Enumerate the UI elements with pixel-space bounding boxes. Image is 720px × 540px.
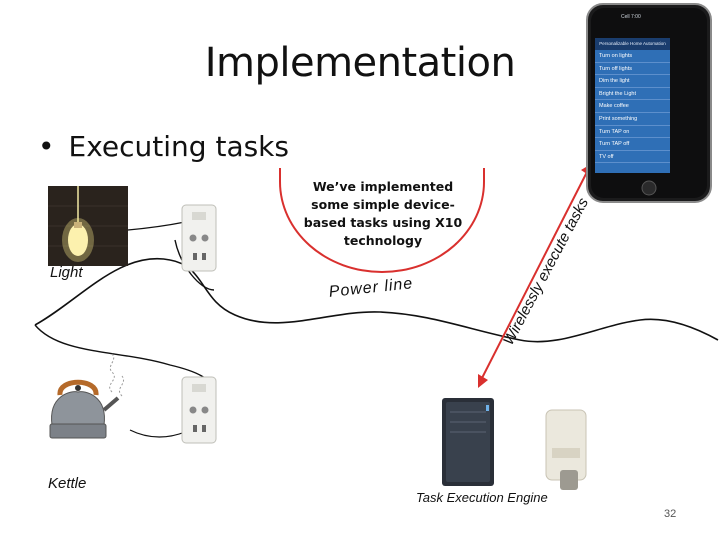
- phone-task-item[interactable]: Print something: [595, 113, 670, 126]
- phone-task-item[interactable]: TV off: [595, 151, 670, 164]
- phone-app-header: Personalizable Home Automation: [595, 38, 670, 50]
- phone-screen: Personalizable Home Automation Turn on l…: [595, 38, 670, 173]
- x10-module-light: [181, 204, 217, 272]
- wireless-arrow: [479, 169, 589, 383]
- wire-to-kettle: [129, 429, 186, 438]
- light-image: [48, 186, 128, 266]
- phone-task-item[interactable]: Turn TAP on: [595, 126, 670, 139]
- phone-task-item[interactable]: Dim the light: [595, 75, 670, 88]
- slide-title: Implementation: [204, 40, 516, 86]
- wireless-arrow-head-bottom: [478, 374, 488, 388]
- phone-task-item[interactable]: Make coffee: [595, 100, 670, 113]
- engine-label: Task Execution Engine: [416, 490, 548, 505]
- server-image: [442, 398, 494, 486]
- wire-to-light: [127, 221, 186, 231]
- wire-to-light-socket: [174, 239, 215, 291]
- light-label: Light: [50, 264, 83, 281]
- phone-task-item[interactable]: Bright the Light: [595, 88, 670, 101]
- bullet-executing-tasks: • Executing tasks: [38, 130, 289, 163]
- phone-task-item[interactable]: Turn off lights: [595, 63, 670, 76]
- kettle-label: Kettle: [48, 475, 87, 492]
- kettle-image: [49, 353, 124, 439]
- phone-status-bar: Cell 7:00: [621, 14, 641, 20]
- phone-task-item[interactable]: Turn on lights: [595, 50, 670, 63]
- callout-text: We’ve implemented some simple device-bas…: [303, 179, 463, 248]
- bullet-text: Executing tasks: [68, 130, 289, 163]
- x10-module-kettle: [181, 376, 217, 444]
- page-number: 32: [664, 508, 677, 520]
- x10-usb-interface-image: [545, 409, 587, 490]
- bullet-marker: •: [38, 130, 55, 163]
- phone-task-item[interactable]: Turn TAP off: [595, 138, 670, 151]
- power-line-wire: [34, 257, 719, 343]
